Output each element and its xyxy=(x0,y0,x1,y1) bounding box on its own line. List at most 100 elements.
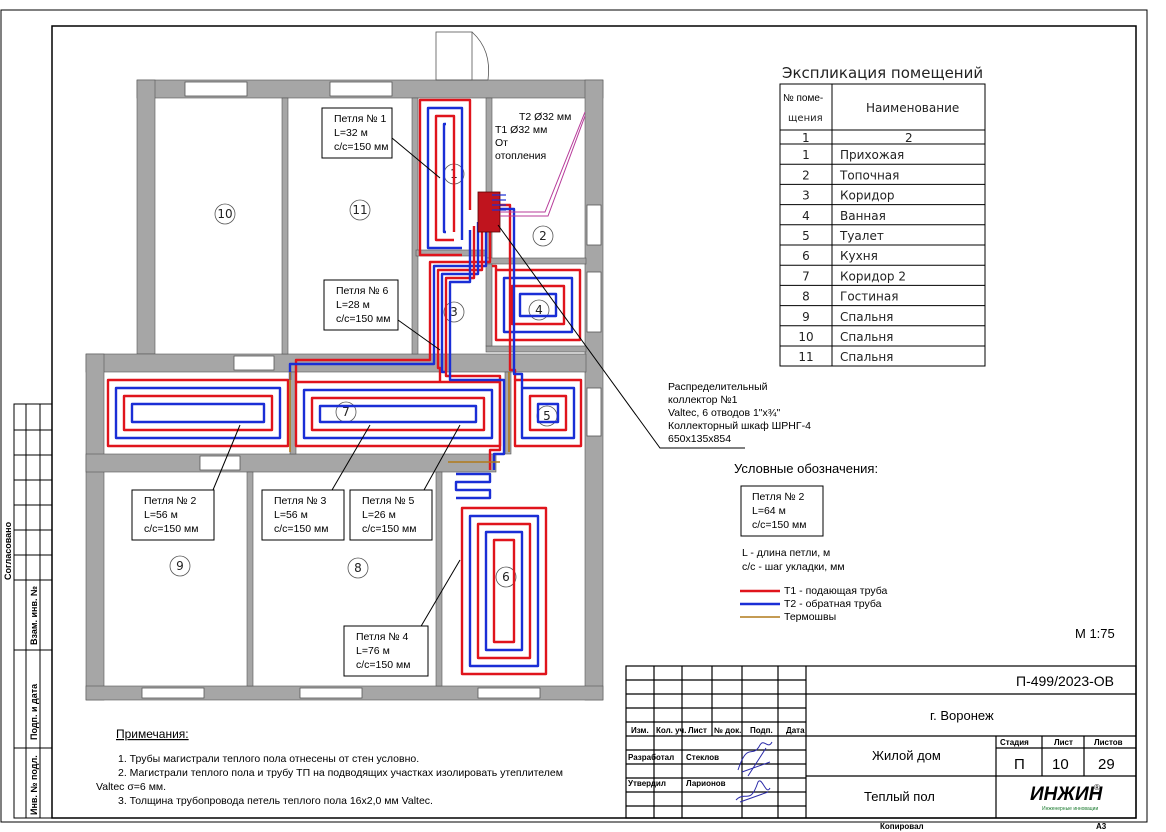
legend-title: Условные обозначения: xyxy=(734,461,878,476)
tb-sheets: 29 xyxy=(1098,756,1115,773)
room-4-label: 4 xyxy=(535,303,543,317)
loop-6-room-pipes xyxy=(454,472,548,676)
collector-line2: коллектор №1 xyxy=(668,394,738,406)
room-6-marker xyxy=(495,566,517,588)
loop-2-step: с/с=150 мм xyxy=(144,523,198,535)
room-3-label: 3 xyxy=(450,305,458,319)
explication-row-name: Коридор 2 xyxy=(840,269,906,283)
loop-1-tag xyxy=(321,107,393,159)
room-10-label: 10 xyxy=(217,207,232,221)
windows xyxy=(141,81,602,699)
legend-sample-tag xyxy=(740,485,824,537)
loop-6-tag xyxy=(323,279,399,331)
loop-2-len: L=56 м xyxy=(144,509,178,521)
heating-t1: Т1 Ø32 мм xyxy=(495,124,547,136)
loop-2-pipes xyxy=(106,378,290,448)
loop-5-step: с/с=150 мм xyxy=(362,523,416,535)
note-1: 1. Трубы магистрали теплого пола отнесен… xyxy=(118,753,419,765)
loop-3-name: Петля № 3 xyxy=(274,495,327,507)
company-logo: ИНЖИН xyxy=(1030,784,1104,805)
loop-2-tag xyxy=(131,489,215,541)
loop-2-name: Петля № 2 xyxy=(144,495,197,507)
explication-idx-1: 1 xyxy=(802,131,810,145)
room-11-marker xyxy=(349,199,371,221)
explication-row-name: Ванная xyxy=(840,209,886,223)
room-9-marker xyxy=(169,555,191,577)
tb-sheet: 10 xyxy=(1052,756,1069,773)
tb-dev-label: Разработал xyxy=(628,753,674,762)
loop-3-step: с/с=150 мм xyxy=(274,523,328,535)
side-inv-orig: Инв. № подл. xyxy=(29,755,39,815)
tb-appr-name: Ларионов xyxy=(686,779,726,788)
explication-row-name: Спальня xyxy=(840,310,893,324)
room-4-marker xyxy=(528,299,550,321)
signatures xyxy=(735,741,773,803)
tb-h-sign: Подп. xyxy=(750,726,773,735)
loop-4-name: Петля № 4 xyxy=(356,631,409,643)
heating-supply-lines xyxy=(500,111,586,217)
loop-6-name: Петля № 6 xyxy=(336,285,389,297)
explication-row-num: 5 xyxy=(802,229,810,243)
loop-tags: Петля № 1 L=32 м с/с=150 мм Петля № 6 L=… xyxy=(131,107,433,677)
tb-stage-h: Стадия xyxy=(1000,738,1029,747)
scale-label: М 1:75 xyxy=(1075,626,1115,641)
loop-3-tag xyxy=(261,489,345,541)
loop-4-tag xyxy=(343,625,429,677)
explication-row-num: 6 xyxy=(802,249,810,263)
note-2: 2. Магистрали теплого пола и трубу ТП на… xyxy=(118,767,563,779)
explication-row-num: 2 xyxy=(802,168,810,182)
leader-lines xyxy=(212,137,745,629)
manifold xyxy=(477,191,501,233)
loop-4-step: с/с=150 мм xyxy=(356,659,410,671)
explication-row-num: 1 xyxy=(802,148,810,162)
explication-row-num: 10 xyxy=(798,330,813,344)
tb-format: А3 xyxy=(1096,822,1107,831)
explication-row-num: 8 xyxy=(802,290,810,304)
loop-4-len: L=76 м xyxy=(356,645,390,657)
room-8-label: 8 xyxy=(354,561,362,575)
explication-row-name: Спальня xyxy=(840,330,893,344)
heating-labels: Т2 Ø32 мм Т1 Ø32 мм От отопления xyxy=(495,111,571,162)
manifold-ports xyxy=(492,194,506,211)
tb-sheets-h: Листов xyxy=(1094,738,1123,747)
tb-h-date: Дата xyxy=(786,726,805,735)
collector-line4: Коллекторный шкаф ШРНГ-4 xyxy=(668,420,811,432)
explication-title: Экспликация помещений xyxy=(782,64,983,82)
collector-line1: Распределительный xyxy=(668,381,768,393)
heating-from2: отопления xyxy=(495,150,546,162)
legend-t2: Т2 - обратная труба xyxy=(784,598,882,610)
room-5-label: 5 xyxy=(543,409,551,423)
legend-joint: Термошвы xyxy=(784,611,836,623)
loop-5-len: L=26 м xyxy=(362,509,396,521)
explication-row-num: 9 xyxy=(802,310,810,324)
room-8-marker xyxy=(347,557,369,579)
entrance-door xyxy=(435,31,490,81)
loop-1-name: Петля № 1 xyxy=(334,113,387,125)
tb-h-doc: № док. xyxy=(714,726,741,735)
room-10-marker xyxy=(214,203,236,225)
tb-sheet-h: Лист xyxy=(1054,738,1073,747)
collector-line5: 650x135x854 xyxy=(668,433,731,445)
side-inv-replace: Взам. инв. № xyxy=(29,586,39,645)
title-block xyxy=(625,665,1137,819)
heating-from: От xyxy=(495,137,508,149)
notes-title: Примечания: xyxy=(116,727,189,741)
explication-row-num: 3 xyxy=(802,189,810,203)
loop-3-len: L=56 м xyxy=(274,509,308,521)
trunk-lines xyxy=(288,203,524,470)
side-stamp xyxy=(13,403,53,819)
explication-row-num: 11 xyxy=(798,350,813,364)
side-agreed: Согласовано xyxy=(3,521,13,580)
room-7-label: 7 xyxy=(342,405,350,419)
loop-6-len: L=28 м xyxy=(336,299,370,311)
tb-sheet-title: Теплый пол xyxy=(864,789,935,804)
loop-5-name: Петля № 5 xyxy=(362,495,415,507)
heating-loops xyxy=(106,98,583,676)
loop-5-pipes xyxy=(513,378,583,448)
tb-h-change: Изм. xyxy=(631,726,649,735)
tb-h-sheet: Лист xyxy=(688,726,707,735)
collector-labels: Распределительный коллектор №1 Valtec, 6… xyxy=(668,381,811,445)
room-11-label: 11 xyxy=(352,203,367,217)
